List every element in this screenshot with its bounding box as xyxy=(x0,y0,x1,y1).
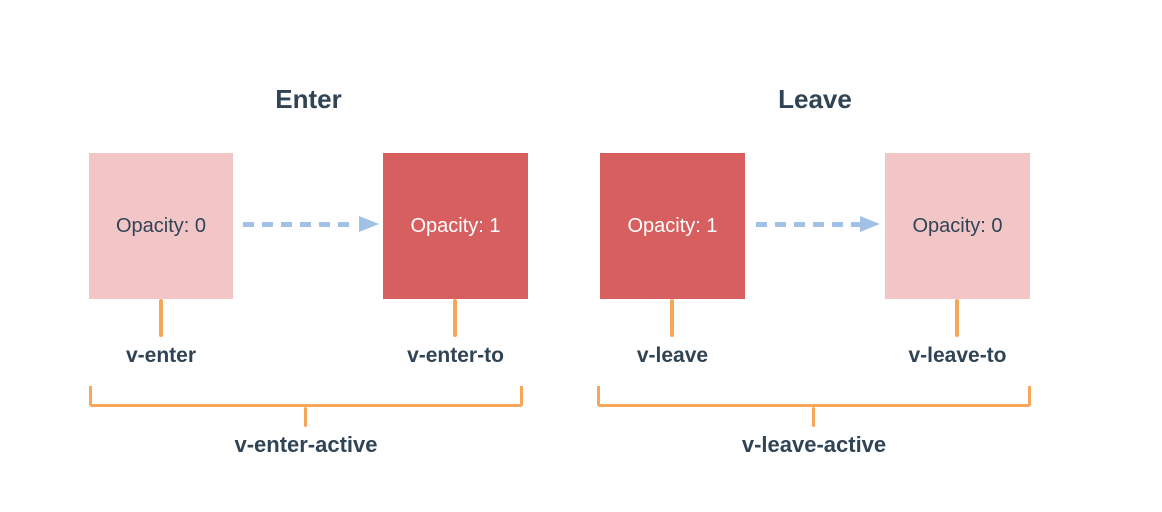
leave-to-box-label: Opacity: 0 xyxy=(912,214,1003,237)
enter-active-bracket-stub xyxy=(304,407,307,427)
leave-to-box: Opacity: 0 xyxy=(885,153,1030,299)
leave-from-connector-line xyxy=(670,299,674,337)
enter-to-box: Opacity: 1 xyxy=(383,153,528,299)
leave-to-class-label: v-leave-to xyxy=(908,344,1007,367)
enter-to-connector-line xyxy=(453,299,457,337)
leave-to-connector-line xyxy=(955,299,959,337)
enter-active-bracket xyxy=(89,386,523,407)
enter-from-box-label: Opacity: 0 xyxy=(115,214,207,237)
enter-from-class-label: v-enter xyxy=(125,344,197,367)
leave-from-class-label: v-leave xyxy=(636,344,709,367)
leave-active-class-label: v-leave-active xyxy=(741,432,887,457)
leave-active-bracket xyxy=(597,386,1031,407)
enter-transition-arrow-line xyxy=(243,222,357,227)
leave-from-box: Opacity: 1 xyxy=(600,153,745,299)
arrow-right-icon xyxy=(359,216,379,232)
enter-to-box-label: Opacity: 1 xyxy=(410,214,501,237)
enter-section-title: Enter xyxy=(275,84,342,114)
enter-active-class-label: v-enter-active xyxy=(234,432,378,457)
leave-active-bracket-stub xyxy=(812,407,815,427)
enter-from-connector-line xyxy=(159,299,163,337)
enter-from-box: Opacity: 0 xyxy=(89,153,233,299)
leave-transition-arrow-line xyxy=(756,222,860,227)
enter-to-class-label: v-enter-to xyxy=(407,344,504,367)
leave-from-box-label: Opacity: 1 xyxy=(627,214,718,237)
arrow-right-icon xyxy=(860,216,880,232)
leave-section-title: Leave xyxy=(778,84,852,114)
